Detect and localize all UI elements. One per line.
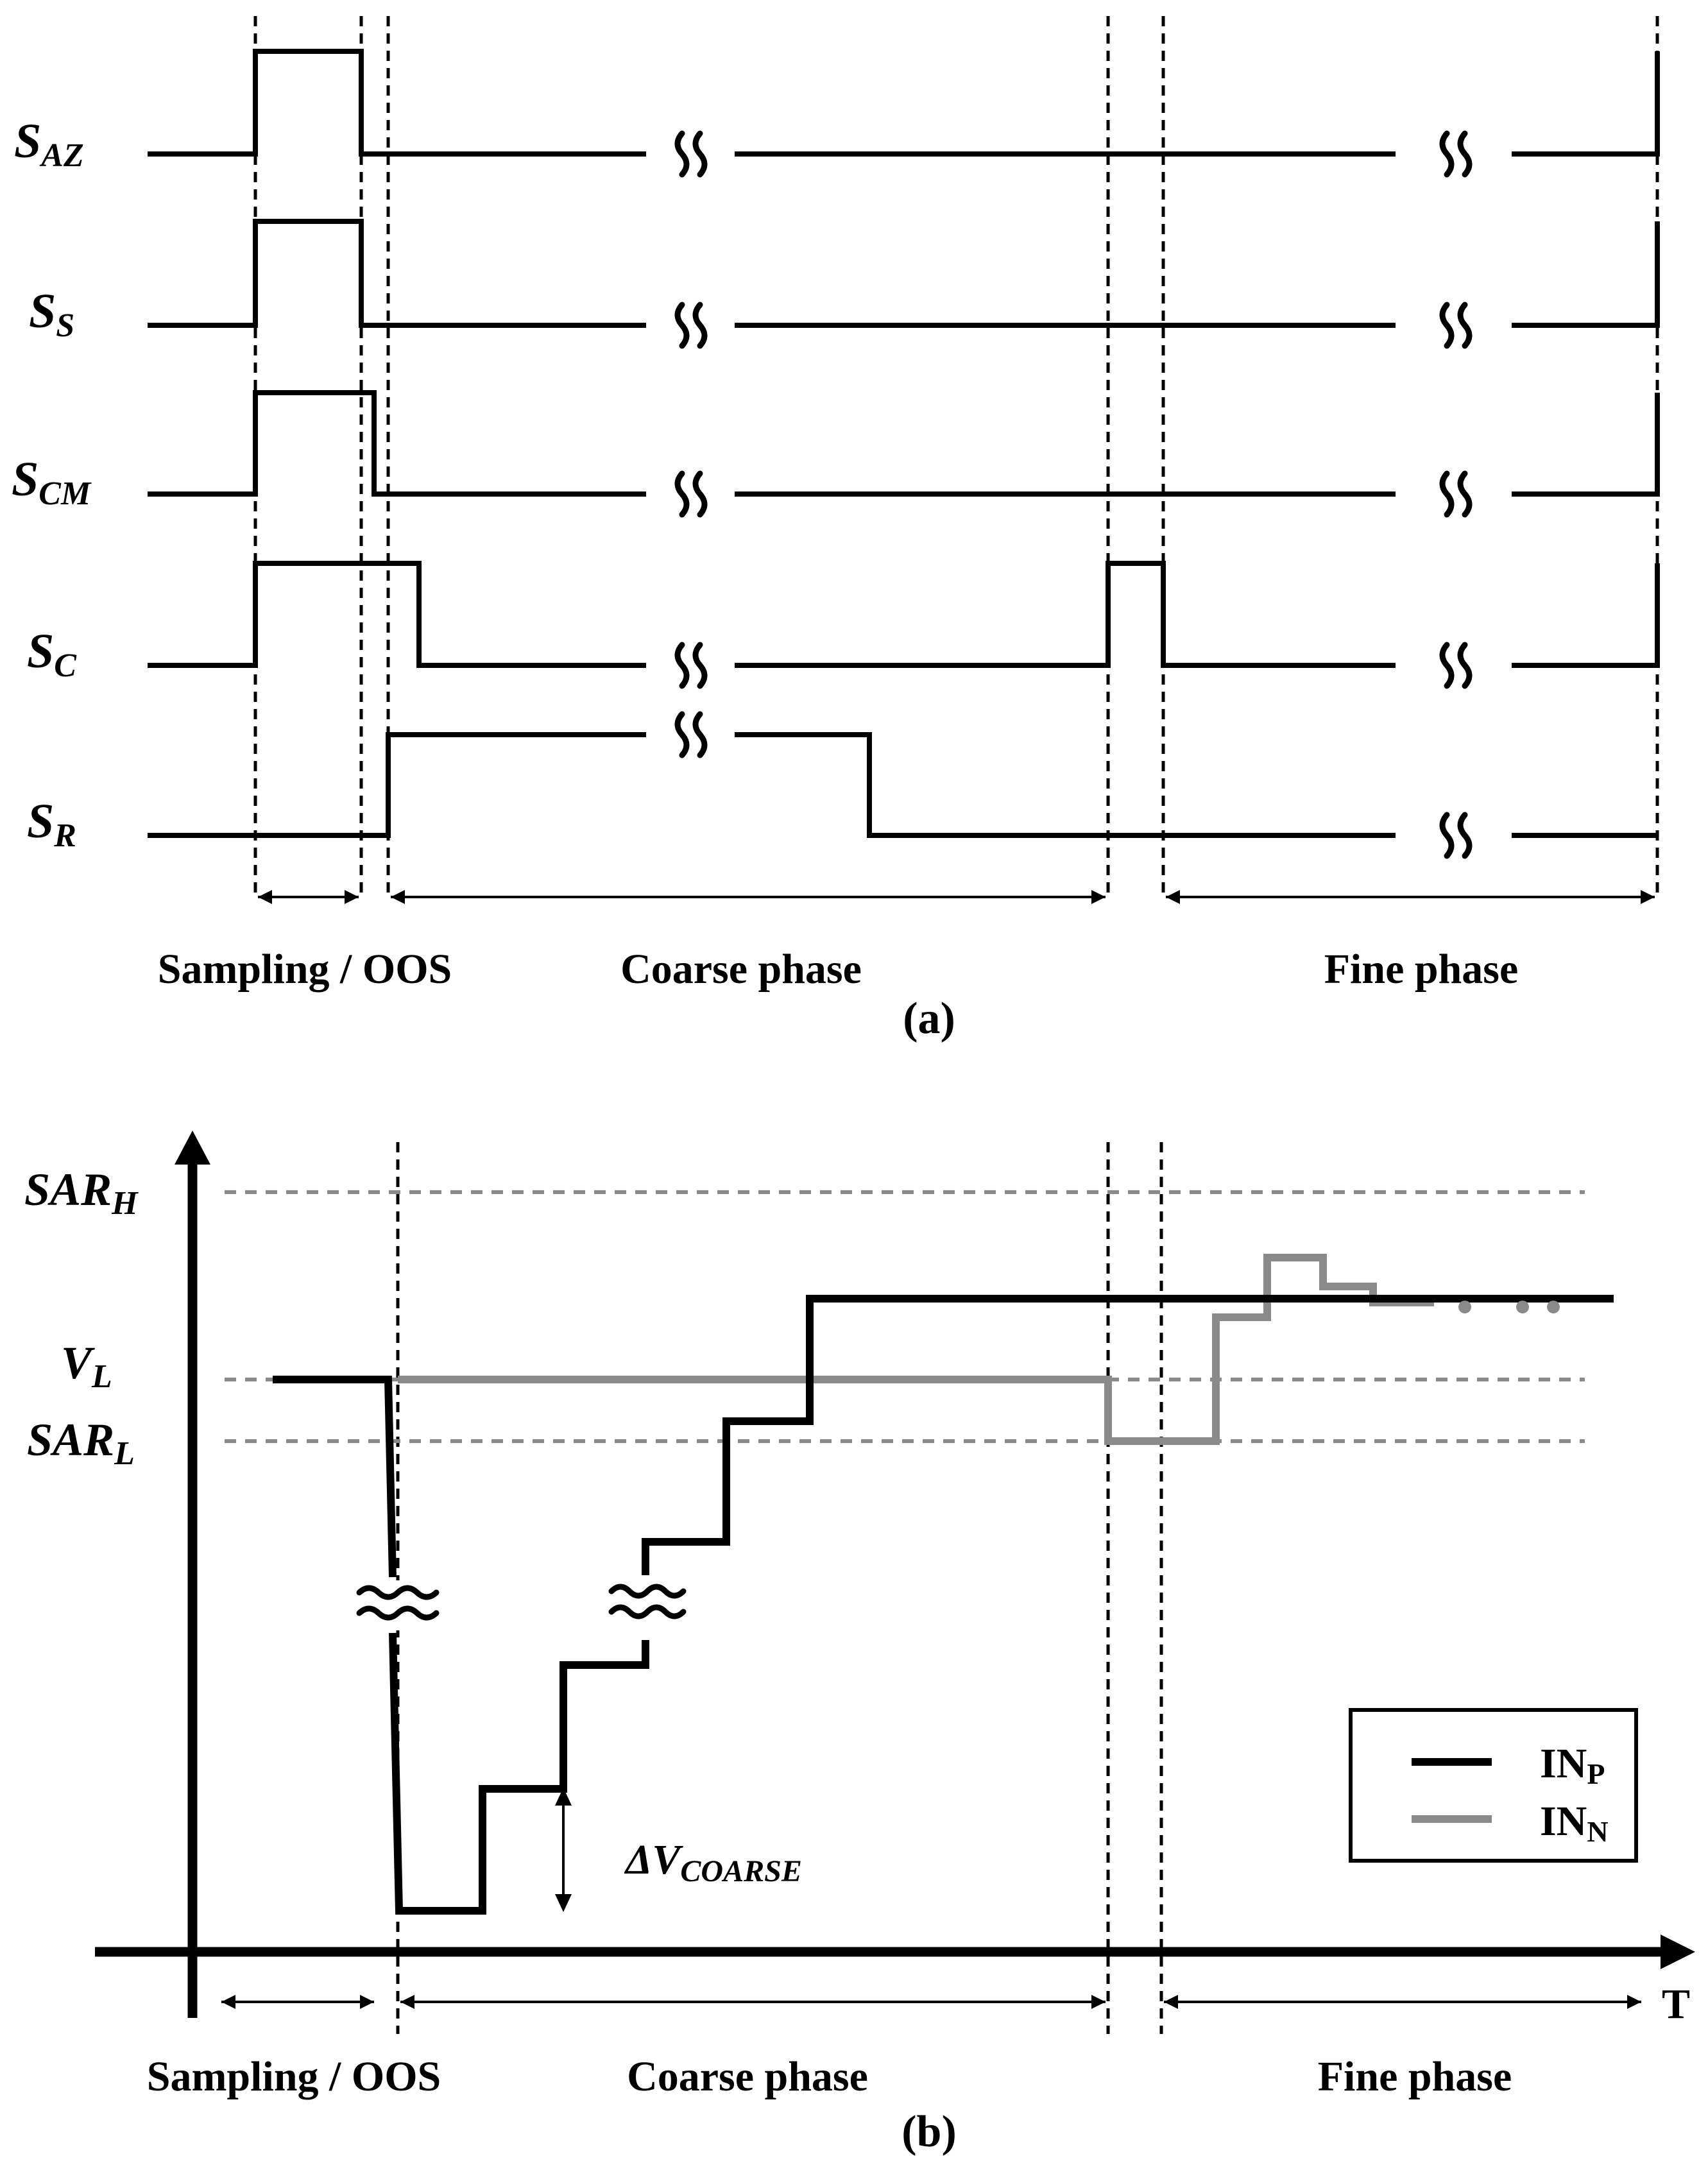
phase-markers-a (253, 16, 1659, 895)
legend-box (1349, 1708, 1638, 1863)
break-symbol (1439, 130, 1473, 178)
y-label-sar-l: SARL (27, 1414, 135, 1472)
break-symbol (674, 302, 708, 349)
delta-v-coarse-label: ΔVCOARSE (624, 1836, 802, 1888)
time-break-symbols-b (356, 1578, 687, 1636)
break-symbol (608, 1578, 687, 1636)
caption-a: (a) (903, 994, 955, 1043)
waveform-in-n (398, 1254, 1434, 1445)
signal-label-s-s: SS (29, 284, 74, 344)
break-symbol (1439, 302, 1473, 349)
legend-label-in-n: INN (1540, 1798, 1609, 1848)
signal-label-s-cm: SCM (12, 452, 92, 512)
phase-label-coarse-b: Coarse phase (627, 2053, 868, 2100)
waveform-s-az (148, 49, 1660, 157)
break-symbol (1439, 642, 1473, 689)
phase-label-fine-a: Fine phase (1324, 946, 1519, 993)
panel-a: SAZ SS SCM SC SR Sampling / OOS Coarse p… (12, 16, 1660, 1043)
phase-arrows-b (221, 1995, 1641, 2009)
reference-levels (225, 1190, 1585, 1443)
waveform-s-cm (148, 390, 1660, 497)
waveform-s-r (148, 732, 1657, 838)
signal-label-s-c: SC (27, 624, 77, 684)
signal-label-s-r: SR (27, 794, 76, 854)
waveform-s-s (148, 219, 1660, 328)
legend-item-in-n: INN (1412, 1798, 1609, 1848)
legend-item-in-p: INP (1412, 1740, 1605, 1790)
time-break-symbols-a (674, 130, 1473, 859)
break-symbol (674, 711, 708, 758)
caption-b: (b) (901, 2107, 957, 2157)
legend-label-in-p: INP (1540, 1740, 1605, 1790)
waveform-s-c (148, 561, 1660, 668)
delta-v-arrow (555, 1788, 572, 1912)
break-symbol (674, 470, 708, 518)
waveform-in-p (273, 1295, 1614, 1915)
phase-label-coarse-a: Coarse phase (620, 946, 862, 993)
continuation-dots (1458, 1301, 1560, 1313)
break-symbol (1439, 470, 1473, 518)
y-label-sar-h: SARH (24, 1164, 139, 1222)
axes-b (95, 1131, 1695, 2018)
signal-label-s-az: SAZ (14, 114, 84, 174)
phase-arrows-a (258, 890, 1655, 904)
phase-label-fine-b: Fine phase (1318, 2053, 1512, 2100)
y-label-vl: VL (61, 1337, 112, 1395)
phase-markers-b (396, 1142, 1163, 2034)
phase-label-sampling-b: Sampling / OOS (147, 2053, 441, 2100)
phase-label-sampling-a: Sampling / OOS (158, 946, 452, 993)
break-symbol (674, 130, 708, 178)
legend: INP INN (1349, 1708, 1638, 1863)
break-symbol (356, 1580, 440, 1630)
break-symbol (1439, 812, 1473, 859)
axis-label-t: T (1662, 1981, 1690, 2028)
panel-b: ΔVCOARSE SARH VL SARL T Sampling / OOS C… (24, 1131, 1695, 2157)
break-symbol (674, 642, 708, 689)
